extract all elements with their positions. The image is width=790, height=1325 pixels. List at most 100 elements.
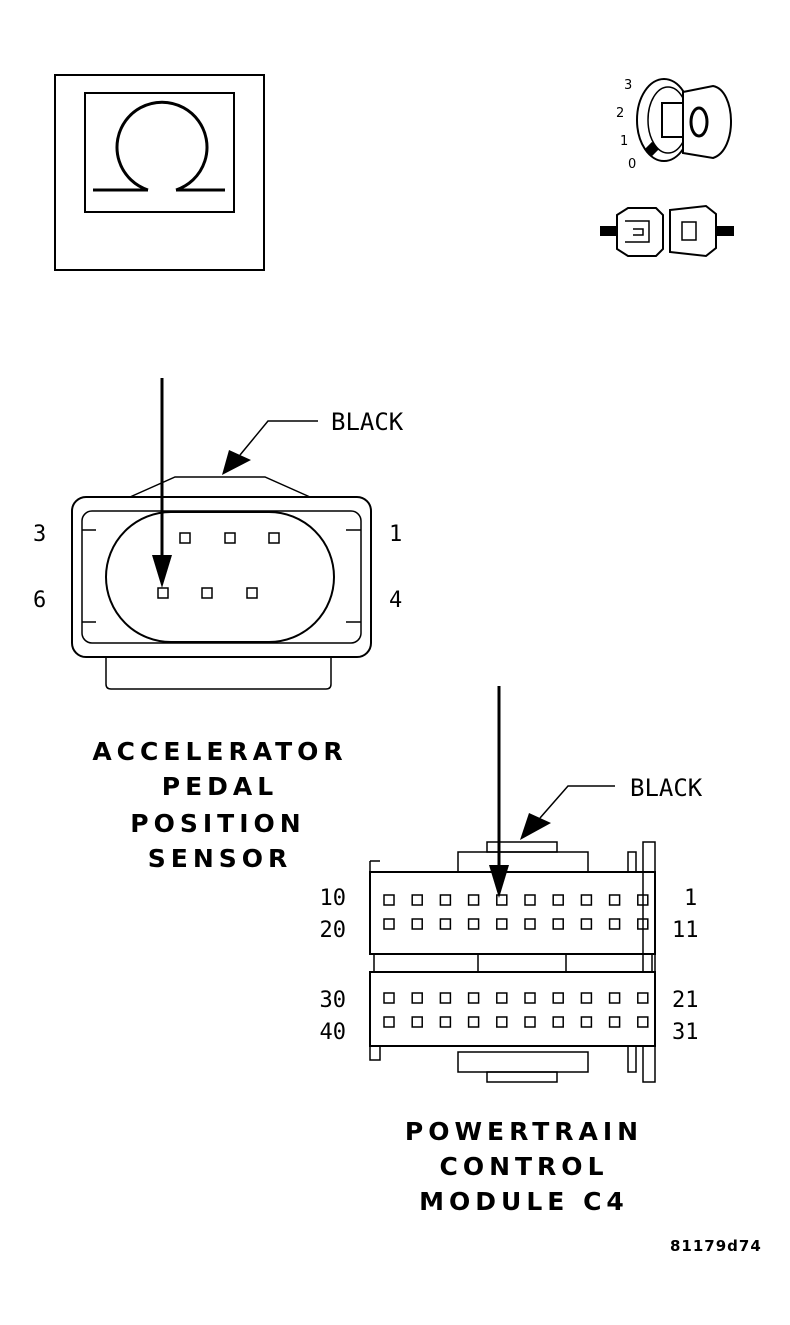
pcm-pin-label-31: 31 bbox=[672, 1020, 699, 1045]
pcm-pin-11 bbox=[637, 918, 649, 930]
pcm-pin-14 bbox=[552, 918, 564, 930]
ignition-key-icon: 3 2 1 0 bbox=[616, 78, 732, 172]
pcm-pin-10 bbox=[383, 894, 395, 906]
pcm-bottom-key-outer bbox=[457, 1051, 589, 1073]
pcm-pin-2 bbox=[608, 894, 621, 906]
sensor-title-line-1: ACCELERATOR bbox=[92, 737, 347, 766]
sensor-pin-6 bbox=[157, 587, 169, 599]
pcm-upper-block bbox=[369, 871, 656, 955]
sensor-connector-bottom-lip bbox=[96, 656, 350, 690]
sensor-pin-1 bbox=[268, 532, 280, 544]
pcm-pin-37 bbox=[467, 1016, 480, 1028]
pcm-pin-36 bbox=[496, 1016, 508, 1028]
pcm-pin-16 bbox=[496, 918, 508, 930]
pcm-pin-26 bbox=[496, 992, 508, 1004]
sensor-pin-label-top-left: 3 bbox=[33, 522, 46, 547]
figure-code: 81179d74 bbox=[670, 1237, 762, 1255]
connector-male-half bbox=[616, 207, 664, 257]
pcm-pin-3 bbox=[580, 894, 593, 906]
sensor-color-leader bbox=[239, 420, 318, 456]
sensor-pin-label-bottom-left: 6 bbox=[33, 588, 46, 613]
sensor-pin-cavity-face bbox=[105, 511, 335, 643]
pcm-middle-band bbox=[373, 953, 653, 973]
ohmmeter-display bbox=[84, 92, 235, 213]
pcm-pin-35 bbox=[524, 1016, 536, 1028]
ignition-pointer bbox=[644, 141, 660, 157]
sensor-pin-grid bbox=[157, 532, 280, 599]
sensor-pin-label-bottom-right: 4 bbox=[389, 588, 402, 613]
pcm-top-key-outer bbox=[457, 851, 589, 873]
sensor-pin-label-top-right: 1 bbox=[389, 522, 402, 547]
pcm-top-key-inner bbox=[486, 841, 558, 853]
wire-right bbox=[716, 226, 734, 236]
pcm-title-line-2: CONTROL bbox=[439, 1152, 608, 1181]
pcm-bottom-key-inner bbox=[486, 1071, 558, 1083]
pcm-pin-grid bbox=[383, 894, 649, 1028]
pcm-pin-21 bbox=[637, 992, 649, 1004]
sensor-connector-top-tab bbox=[129, 476, 311, 498]
ohm-icon bbox=[93, 100, 225, 192]
pcm-lower-tab-right bbox=[627, 1045, 637, 1073]
pcm-right-rail bbox=[642, 841, 656, 1083]
pcm-pin-4 bbox=[552, 894, 564, 906]
sensor-pin-5 bbox=[201, 587, 213, 599]
sensor-pin-3 bbox=[179, 532, 191, 544]
pcm-pin-label-11: 11 bbox=[672, 918, 699, 943]
sensor-title-line-3: POSITION bbox=[130, 809, 305, 838]
pcm-title-line-3: MODULE C4 bbox=[419, 1187, 629, 1216]
pcm-pin-40 bbox=[383, 1016, 395, 1028]
ohmmeter bbox=[54, 74, 265, 271]
pcm-pin-17 bbox=[467, 918, 480, 930]
pcm-pin-1 bbox=[637, 894, 649, 906]
pcm-pin-23 bbox=[580, 992, 593, 1004]
pcm-pin-8 bbox=[439, 894, 452, 906]
pcm-pin-32 bbox=[608, 1016, 621, 1028]
pcm-pin-label-40: 40 bbox=[320, 1020, 347, 1045]
connector-male-latch bbox=[625, 220, 650, 243]
pcm-color-leader bbox=[539, 785, 615, 819]
pcm-pin-31 bbox=[637, 1016, 649, 1028]
pcm-pin-27 bbox=[467, 992, 480, 1004]
pcm-pin-19 bbox=[411, 918, 423, 930]
pcm-pin-15 bbox=[524, 918, 536, 930]
pcm-pin-5 bbox=[524, 894, 536, 906]
pcm-pin-20 bbox=[383, 918, 395, 930]
pcm-pin-18 bbox=[439, 918, 452, 930]
pcm-pin-label-30: 30 bbox=[320, 988, 347, 1013]
pcm-right-latch bbox=[627, 851, 637, 873]
sensor-pin-2 bbox=[224, 532, 236, 544]
pcm-pin-29 bbox=[411, 992, 423, 1004]
pcm-pin-33 bbox=[580, 1016, 593, 1028]
pcm-pin-34 bbox=[552, 1016, 564, 1028]
pcm-color-leader-head bbox=[520, 813, 551, 840]
pcm-pin-label-1: 1 bbox=[684, 886, 697, 911]
ignition-position-2: 2 bbox=[616, 106, 624, 121]
pcm-pin-25 bbox=[524, 992, 536, 1004]
connector-disconnect-icon bbox=[600, 204, 734, 258]
pcm-pin-13 bbox=[580, 918, 593, 930]
pcm-pin-7 bbox=[467, 894, 480, 906]
pcm-pin-label-10: 10 bbox=[320, 886, 347, 911]
pcm-wire-color-label: BLACK bbox=[630, 774, 703, 802]
sensor-connector-housing bbox=[71, 496, 372, 658]
sensor-color-leader-head bbox=[222, 450, 251, 475]
pcm-pin-30 bbox=[383, 992, 395, 1004]
pcm-pin-24 bbox=[552, 992, 564, 1004]
pcm-pin-label-20: 20 bbox=[320, 918, 347, 943]
pcm-pin-9 bbox=[411, 894, 423, 906]
connector-female-slot bbox=[681, 221, 697, 241]
pcm-pin-label-21: 21 bbox=[672, 988, 699, 1013]
pcm-probe-arrow-head bbox=[489, 865, 509, 898]
sensor-title-line-2: PEDAL bbox=[162, 772, 278, 801]
connector-female-half bbox=[669, 204, 717, 258]
pcm-pin-38 bbox=[439, 1016, 452, 1028]
ohmmeter-outer-frame bbox=[54, 74, 265, 271]
ignition-key-hole bbox=[689, 106, 709, 138]
sensor-wire-color-label: BLACK bbox=[331, 408, 404, 436]
sensor-probe-arrow-head bbox=[152, 555, 172, 588]
ignition-position-1: 1 bbox=[620, 134, 628, 149]
pcm-pin-12 bbox=[608, 918, 621, 930]
pcm-lower-tab-left bbox=[369, 1045, 381, 1061]
pcm-pin-28 bbox=[439, 992, 452, 1004]
